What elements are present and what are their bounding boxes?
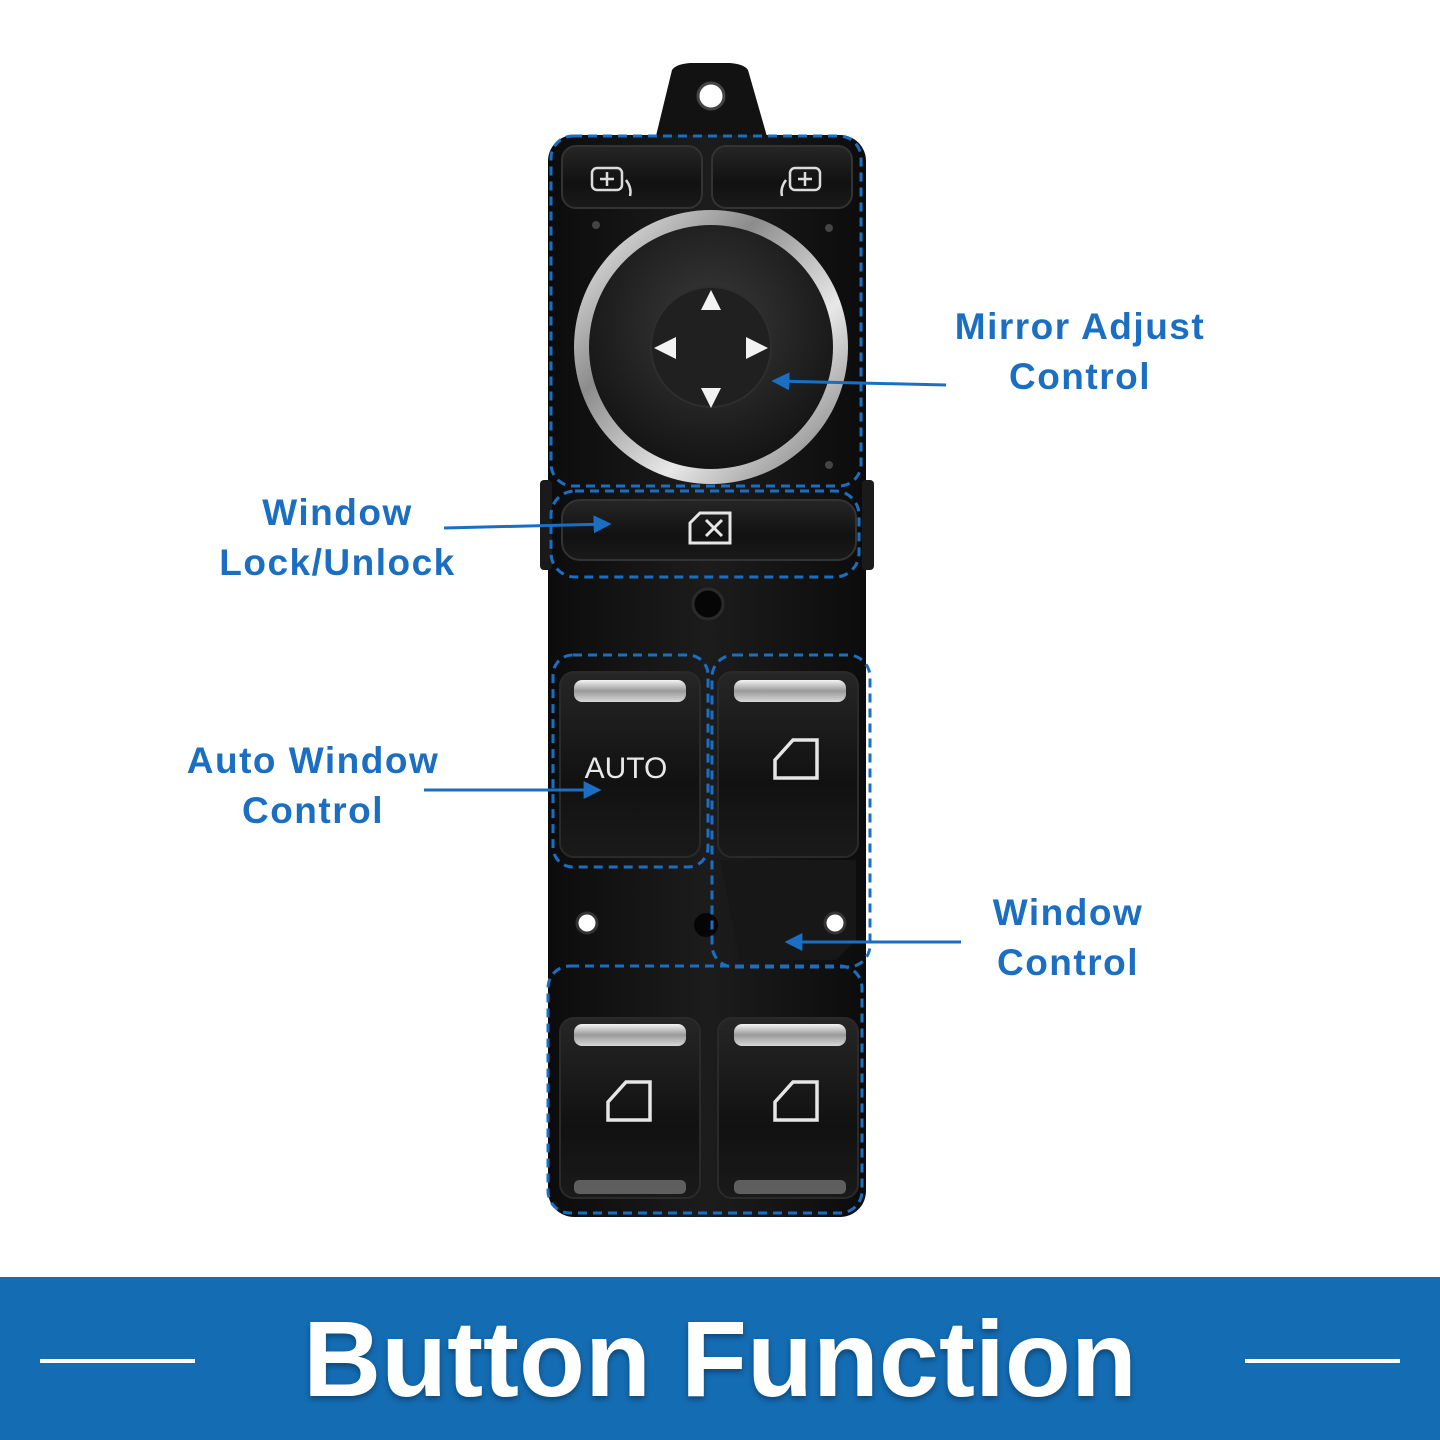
- mirror-adjust-callout: Mirror Adjust Control: [930, 302, 1230, 402]
- window-lock-button[interactable]: [561, 499, 857, 561]
- callout-line: Control: [1008, 356, 1152, 397]
- mirror-select-icon: [590, 166, 632, 197]
- mounting-hole: [696, 81, 726, 111]
- callout-line: Mirror Adjust: [954, 306, 1206, 347]
- lock-pointer: [443, 515, 612, 534]
- callout-line: Window: [262, 492, 413, 533]
- left-mirror-select-button[interactable]: [561, 145, 703, 209]
- window-lock-icon: [688, 511, 732, 545]
- mirror-pointer: [771, 372, 947, 391]
- banner-title: Button Function: [303, 1298, 1137, 1419]
- banner-rule-left: [40, 1359, 195, 1363]
- window-button-rear-right[interactable]: [717, 1017, 859, 1199]
- callout-line: Control: [996, 942, 1140, 983]
- window-lock-callout: Window Lock/Unlock: [200, 488, 475, 588]
- mirror-select-icon: [780, 166, 822, 197]
- auto-window-button[interactable]: [559, 671, 701, 858]
- window-door-icon: [773, 1080, 819, 1122]
- rear-control-outline: [546, 964, 864, 1215]
- right-mirror-select-button[interactable]: [711, 145, 853, 209]
- auto-button-label: AUTO: [585, 752, 668, 785]
- callout-line: Auto Window: [186, 740, 440, 781]
- callout-line: Control: [241, 790, 385, 831]
- arrow-down-icon: [701, 388, 721, 408]
- auto-control-outline: [551, 653, 710, 869]
- lock-control-outline: [549, 489, 861, 579]
- callout-line: Window: [992, 892, 1144, 933]
- pointer-lines: [424, 372, 961, 951]
- window-door-icon: [773, 738, 819, 780]
- window-button-rear-left[interactable]: [559, 1017, 701, 1199]
- banner-rule-right: [1245, 1359, 1400, 1363]
- mirror-control-outline: [549, 134, 863, 488]
- auto-window-callout: Auto Window Control: [168, 736, 458, 836]
- window-door-icon: [606, 1080, 652, 1122]
- arrow-up-icon: [701, 290, 721, 310]
- title-banner: Button Function: [0, 1277, 1440, 1440]
- highlight-outlines: [546, 134, 872, 1215]
- window-button-front-right[interactable]: [717, 671, 859, 858]
- window-control-callout: Window Control: [968, 888, 1168, 988]
- callout-line: Lock/Unlock: [219, 542, 456, 583]
- arrow-right-icon: [746, 337, 768, 359]
- arrow-left-icon: [654, 337, 676, 359]
